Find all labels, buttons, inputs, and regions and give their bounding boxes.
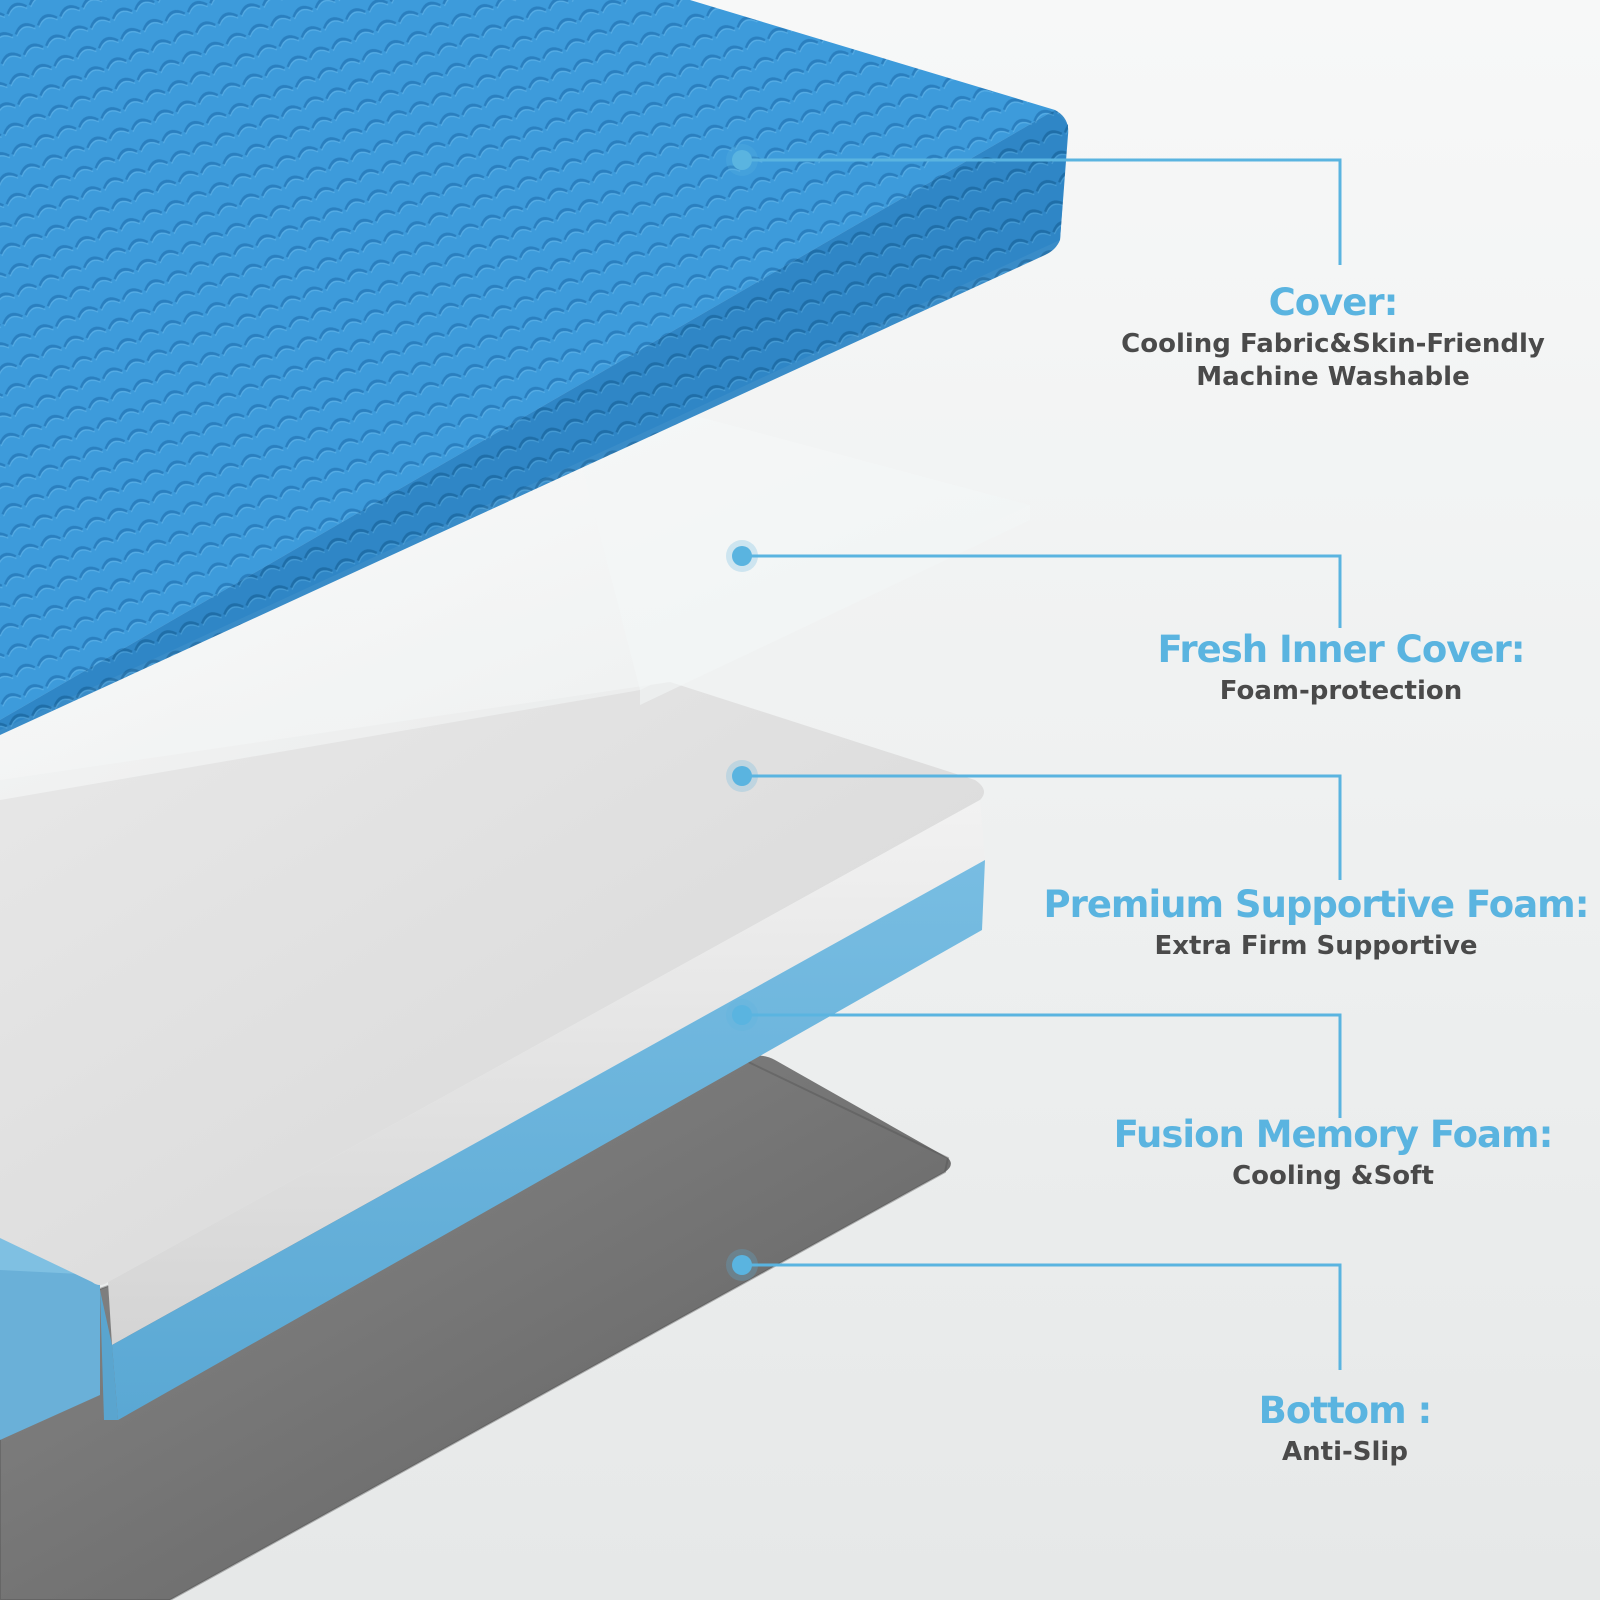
memory-foam-label: Fusion Memory Foam: Cooling &Soft bbox=[1113, 1113, 1554, 1193]
memory-foam-callout-dot bbox=[732, 1005, 752, 1025]
cover-callout-dot bbox=[732, 150, 752, 170]
supportive-foam-callout-line bbox=[742, 774, 1342, 880]
callout-lines bbox=[726, 144, 1342, 1370]
inner-cover-callout-dot bbox=[732, 546, 752, 566]
bottom-callout-dot bbox=[732, 1255, 752, 1275]
cover-callout-line bbox=[742, 158, 1342, 265]
bottom-title: Bottom : bbox=[1258, 1389, 1433, 1432]
cover-desc-line-1: Cooling Fabric&Skin-Friendly bbox=[1121, 328, 1545, 359]
premium-supportive-foam-layer bbox=[0, 682, 985, 1345]
bottom-callout-line bbox=[742, 1263, 1342, 1370]
inner-cover-desc: Foam-protection bbox=[1219, 675, 1463, 706]
memory-foam-callout-line bbox=[742, 1013, 1342, 1118]
supportive-foam-title: Premium Supportive Foam: bbox=[1043, 883, 1589, 926]
inner-cover-label: Fresh Inner Cover: Foam-protection bbox=[1157, 628, 1526, 708]
cover-label: Cover: Cooling Fabric&Skin-Friendly Mach… bbox=[1121, 281, 1545, 394]
memory-foam-desc: Cooling &Soft bbox=[1232, 1160, 1434, 1191]
bottom-label: Bottom : Anti-Slip bbox=[1258, 1389, 1433, 1469]
inner-cover-title: Fresh Inner Cover: bbox=[1157, 628, 1526, 671]
memory-foam-title: Fusion Memory Foam: bbox=[1113, 1113, 1554, 1156]
bottom-desc: Anti-Slip bbox=[1282, 1436, 1408, 1467]
supportive-foam-desc: Extra Firm Supportive bbox=[1154, 930, 1478, 961]
fusion-memory-foam-layer bbox=[100, 860, 985, 1420]
cover-desc-line-2: Machine Washable bbox=[1196, 361, 1470, 392]
cover-title: Cover: bbox=[1268, 281, 1399, 324]
cover-layer bbox=[0, 0, 1069, 735]
supportive-foam-callout-dot bbox=[732, 766, 752, 786]
supportive-foam-label: Premium Supportive Foam: Extra Firm Supp… bbox=[1043, 883, 1589, 963]
inner-cover-callout-line bbox=[742, 554, 1342, 628]
